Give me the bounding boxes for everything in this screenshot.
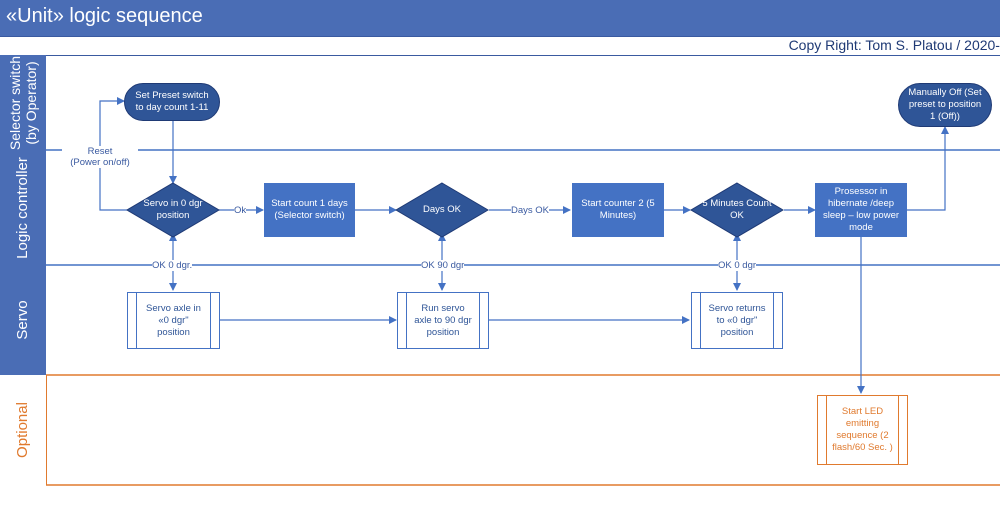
edge-label-ok-0-dgr-2: OK 0 dgr bbox=[718, 260, 757, 271]
decision-5-min-ok-text: 5 Minutes Count OK bbox=[702, 198, 772, 221]
subprocess-servo-returns: Servo returns to «0 dgr" position bbox=[691, 292, 783, 349]
subprocess-servo-axle-0: Servo axle in «0 dgr" position bbox=[127, 292, 220, 349]
decision-days-ok bbox=[395, 182, 489, 238]
subprocess-run-servo-90: Run servo axle to 90 dgr position bbox=[397, 292, 489, 349]
decision-servo-check bbox=[126, 182, 220, 238]
edge-label-ok-90-dgr: OK 90 dgr bbox=[421, 260, 465, 271]
lane-header-optional: Optional bbox=[0, 375, 47, 485]
terminator-manually-off: Manually Off (Set preset to position 1 (… bbox=[898, 83, 992, 127]
edge-label-ok-0-dgr: OK 0 dgr. bbox=[152, 260, 193, 271]
title-bar: «Unit» logic sequence bbox=[0, 0, 1000, 36]
lane-header-logic-controller: Logic controller bbox=[0, 150, 46, 265]
edge-label-reset-line2: (Power on/off) bbox=[70, 157, 130, 168]
page-title: «Unit» logic sequence bbox=[6, 5, 203, 27]
edge-label-ok: Ok bbox=[234, 205, 247, 216]
lane-header-selector-switch: Selector switch (by Operator) bbox=[0, 55, 46, 150]
terminator-set-preset: Set Preset switch to day count 1-11 bbox=[124, 83, 220, 121]
process-processor-sleep: Prosessor in hibernate /deep sleep – low… bbox=[815, 183, 907, 237]
process-start-counter-2: Start counter 2 (5 Minutes) bbox=[572, 183, 664, 237]
copyright-text: Copy Right: Tom S. Platou / 2020-01-1 bbox=[788, 37, 1000, 53]
decision-days-ok-text: Days OK bbox=[422, 204, 461, 215]
subprocess-start-led: Start LED emitting sequence (2 flash/60 … bbox=[817, 395, 908, 465]
subtitle-bar bbox=[0, 36, 1000, 56]
decision-servo-check-text: Servo in 0 dgr position bbox=[143, 198, 203, 221]
process-start-count-1: Start count 1 days (Selector switch) bbox=[264, 183, 355, 237]
edge-label-reset-line1: Reset bbox=[87, 146, 113, 157]
lane-header-servo: Servo bbox=[0, 265, 46, 375]
decision-5-min-ok bbox=[690, 182, 784, 238]
connector bbox=[907, 126, 949, 211]
edge-label-reset: Reset (Power on/off) bbox=[62, 146, 138, 168]
edge-label-days-ok: Days OK bbox=[511, 205, 550, 216]
